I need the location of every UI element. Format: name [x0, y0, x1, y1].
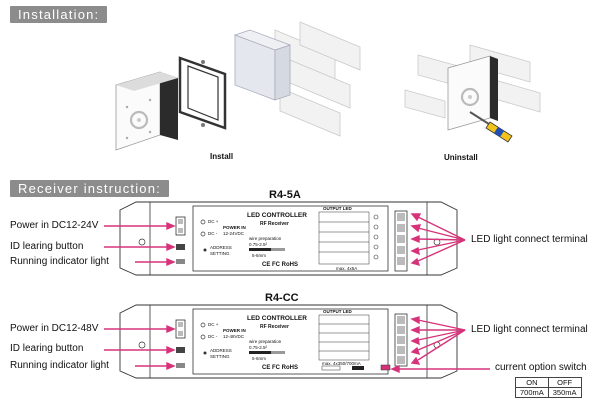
r4cc-setting: SETTING: [210, 354, 230, 359]
r4cc-power-terminal: [175, 319, 186, 339]
screwdriver-icon: [469, 111, 513, 143]
uninstall-caption: Uninstall: [444, 153, 478, 162]
r45a-address: ADDRESS: [210, 245, 232, 250]
r45a-led-terminal-label: LED light connect terminal: [471, 234, 588, 245]
installation-header: Installation:: [10, 6, 108, 23]
mounting-box-icon: [233, 29, 292, 101]
r45a-indicator-label: Running indicator light: [10, 256, 109, 267]
wall-bricks-left: [274, 21, 361, 137]
install-caption: Install: [210, 152, 234, 161]
r4cc-cert-marks: CE FC RoHS: [262, 365, 298, 371]
r45a-max: max. 4x5A: [336, 266, 358, 271]
r4cc-dc-minus: DC -: [208, 334, 218, 339]
front-panel-icon: [115, 71, 178, 151]
r4cc-device-name: LED CONTROLLER: [247, 315, 307, 322]
current-option-table: ON OFF 700mA 350mA: [515, 377, 582, 398]
r4cc-wire-size: 0.75-2.5²: [249, 345, 268, 350]
r4cc-power-in: POWER IN: [223, 328, 246, 333]
r4cc-dc-plus: DC +: [208, 322, 219, 327]
r4cc-output-led: OUTPUT LED: [323, 309, 352, 314]
r45a-device-name: LED CONTROLLER: [247, 212, 307, 219]
mounting-frame-icon: [178, 56, 227, 130]
r45a-power-terminal: [175, 216, 186, 236]
r4cc-max: max. 4x350/700mA: [322, 361, 361, 366]
r45a-power-label: Power in DC12-24V: [10, 220, 99, 231]
option-table-value-row: 700mA 350mA: [515, 387, 582, 398]
r4cc-current-switch-label: current option switch: [495, 362, 587, 373]
r45a-cert-marks: CE FC RoHS: [262, 262, 298, 268]
r4cc-arrows: [104, 316, 490, 374]
r4cc-wire-prep: wire preparation: [249, 339, 282, 344]
option-value-off: 350mA: [547, 387, 582, 398]
r4cc-indicator-label: Running indicator light: [10, 360, 109, 371]
r4cc-power-label: Power in DC12-48V: [10, 323, 99, 334]
installed-panel-icon: [447, 55, 498, 131]
r4cc-title: R4-CC: [265, 292, 299, 304]
r45a-label-panel: [192, 205, 389, 272]
r45a-mount-hole-left: [138, 238, 146, 246]
r4cc-id-button: [176, 347, 185, 353]
r4cc-device-sub: RF Receiver: [260, 324, 289, 330]
r45a-output-led: OUTPUT LED: [323, 206, 352, 211]
r4cc-address: ADDRESS: [210, 348, 232, 353]
r45a-power-range: 12-24VDC: [223, 231, 245, 236]
r4cc-wire-len: 5-6mm: [252, 356, 267, 361]
r45a-wire-size: 0.75-2.5²: [249, 242, 268, 247]
r45a-id-button: [176, 244, 185, 250]
r45a-arrows: [104, 213, 466, 267]
receiver-instruction-header: Receiver instruction:: [10, 180, 169, 197]
r4cc-led-terminal-label: LED light connect terminal: [471, 324, 588, 335]
r4cc-label-panel: [192, 308, 389, 375]
option-header-off: OFF: [547, 377, 582, 388]
option-table-header-row: ON OFF: [515, 377, 582, 388]
option-value-on: 700mA: [515, 387, 549, 398]
r45a-dc-plus: DC +: [208, 219, 219, 224]
r45a-title: R4-5A: [269, 189, 301, 201]
r45a-wire-len: 5-6mm: [252, 253, 267, 258]
r4cc-indicator-light: [176, 363, 185, 368]
screw-icon: [201, 60, 205, 127]
r45a-power-in: POWER IN: [223, 225, 246, 230]
r45a-indicator-light: [176, 259, 185, 264]
r4cc-power-range: 12-48VDC: [223, 334, 245, 339]
r45a-dc-minus: DC -: [208, 231, 218, 236]
r45a-id-button-label: ID learing button: [10, 241, 84, 252]
r45a-wire-prep: wire preparation: [249, 236, 282, 241]
r4cc-current-switch: [380, 364, 391, 371]
option-header-on: ON: [515, 377, 549, 388]
r45a-device-sub: RF Receiver: [260, 221, 289, 227]
r45a-setting: SETTING: [210, 251, 230, 256]
r4cc-id-button-label: ID learing button: [10, 343, 84, 354]
